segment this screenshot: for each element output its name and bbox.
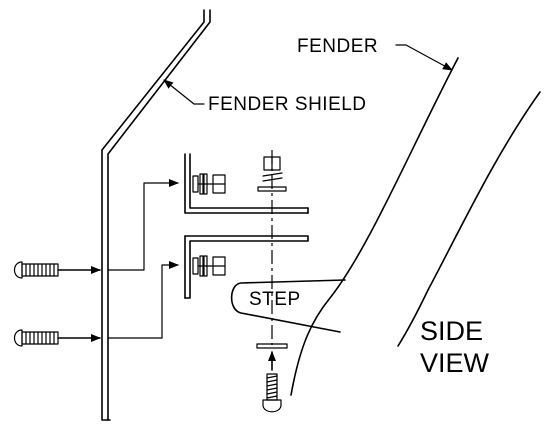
bolt-leaders bbox=[107, 179, 179, 339]
view-title-line2: VIEW bbox=[420, 348, 490, 378]
fender-shield-label: FENDER SHIELD bbox=[208, 94, 367, 115]
left-screw-lower bbox=[13, 329, 101, 347]
fender-shield-callout: FENDER SHIELD bbox=[163, 79, 367, 115]
fender-label: FENDER bbox=[297, 36, 378, 57]
upper-bolt-nut bbox=[192, 173, 226, 195]
fender bbox=[290, 57, 541, 396]
upper-bracket bbox=[184, 153, 309, 214]
lower-bracket bbox=[184, 235, 309, 299]
step: STEP bbox=[230, 279, 346, 333]
left-screw-upper bbox=[13, 261, 101, 279]
view-title-line1: SIDE bbox=[420, 316, 483, 346]
step-label: STEP bbox=[249, 289, 301, 310]
lower-bolt-nut bbox=[192, 255, 226, 277]
bottom-bolt bbox=[256, 343, 288, 413]
fender-callout: FENDER bbox=[297, 36, 453, 71]
fender-shield bbox=[101, 9, 211, 421]
